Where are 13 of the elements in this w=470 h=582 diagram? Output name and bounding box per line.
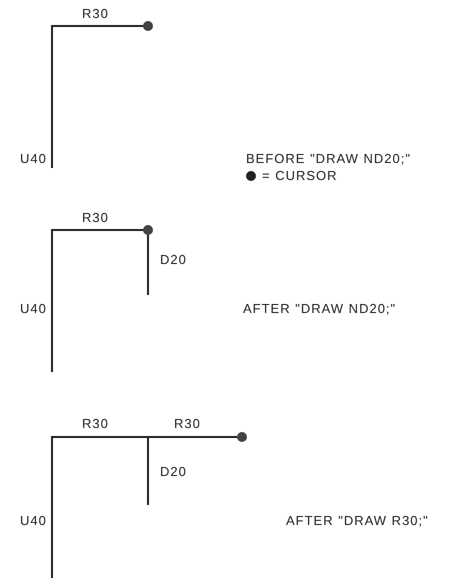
caption: BEFORE "DRAW ND20;" bbox=[246, 151, 411, 166]
caption: AFTER "DRAW ND20;" bbox=[243, 301, 396, 316]
segment-label: R30 bbox=[82, 416, 109, 431]
segment-label: D20 bbox=[160, 252, 187, 267]
segment-label: R30 bbox=[82, 210, 109, 225]
segment-label: U40 bbox=[20, 151, 47, 166]
segment-label: R30 bbox=[82, 6, 109, 21]
caption: AFTER "DRAW R30;" bbox=[286, 513, 429, 528]
segment-label: R30 bbox=[174, 416, 201, 431]
segment-label: U40 bbox=[20, 513, 47, 528]
segment-label: D20 bbox=[160, 464, 187, 479]
segment-label: U40 bbox=[20, 301, 47, 316]
legend-text: = CURSOR bbox=[262, 168, 338, 183]
